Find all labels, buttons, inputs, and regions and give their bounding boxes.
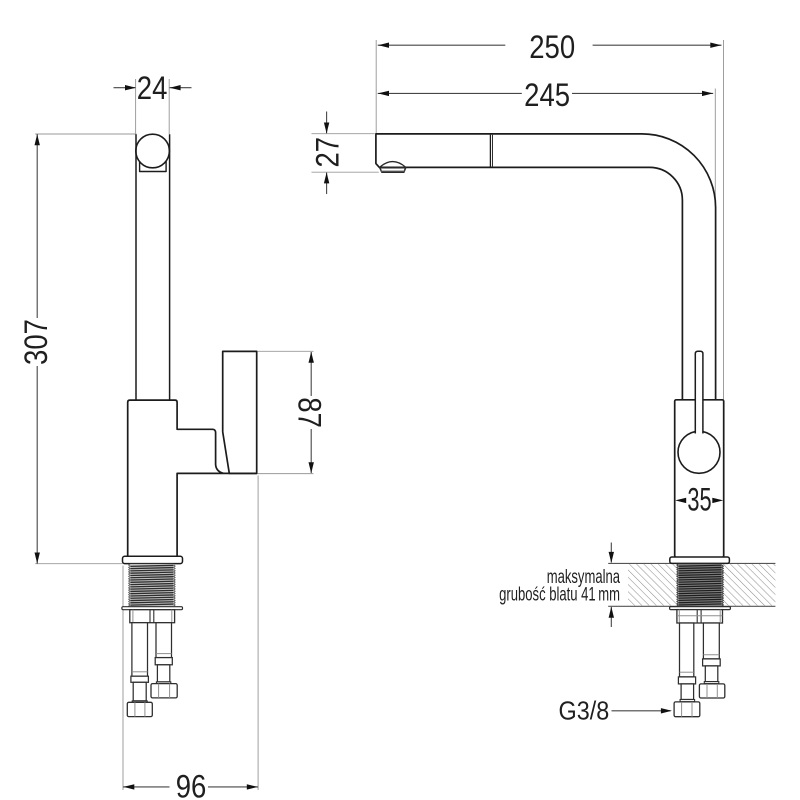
svg-text:250: 250: [529, 30, 575, 65]
svg-text:307: 307: [19, 319, 54, 365]
svg-text:27: 27: [311, 137, 346, 168]
svg-text:grubość blatu 41 mm: grubość blatu 41 mm: [499, 584, 620, 605]
svg-text:G3/8: G3/8: [559, 698, 610, 726]
svg-text:24: 24: [137, 71, 168, 106]
svg-text:96: 96: [176, 770, 207, 800]
svg-text:245: 245: [524, 78, 570, 113]
svg-text:35: 35: [687, 481, 711, 517]
svg-text:87: 87: [291, 397, 326, 428]
svg-text:maksymalna: maksymalna: [547, 566, 621, 587]
